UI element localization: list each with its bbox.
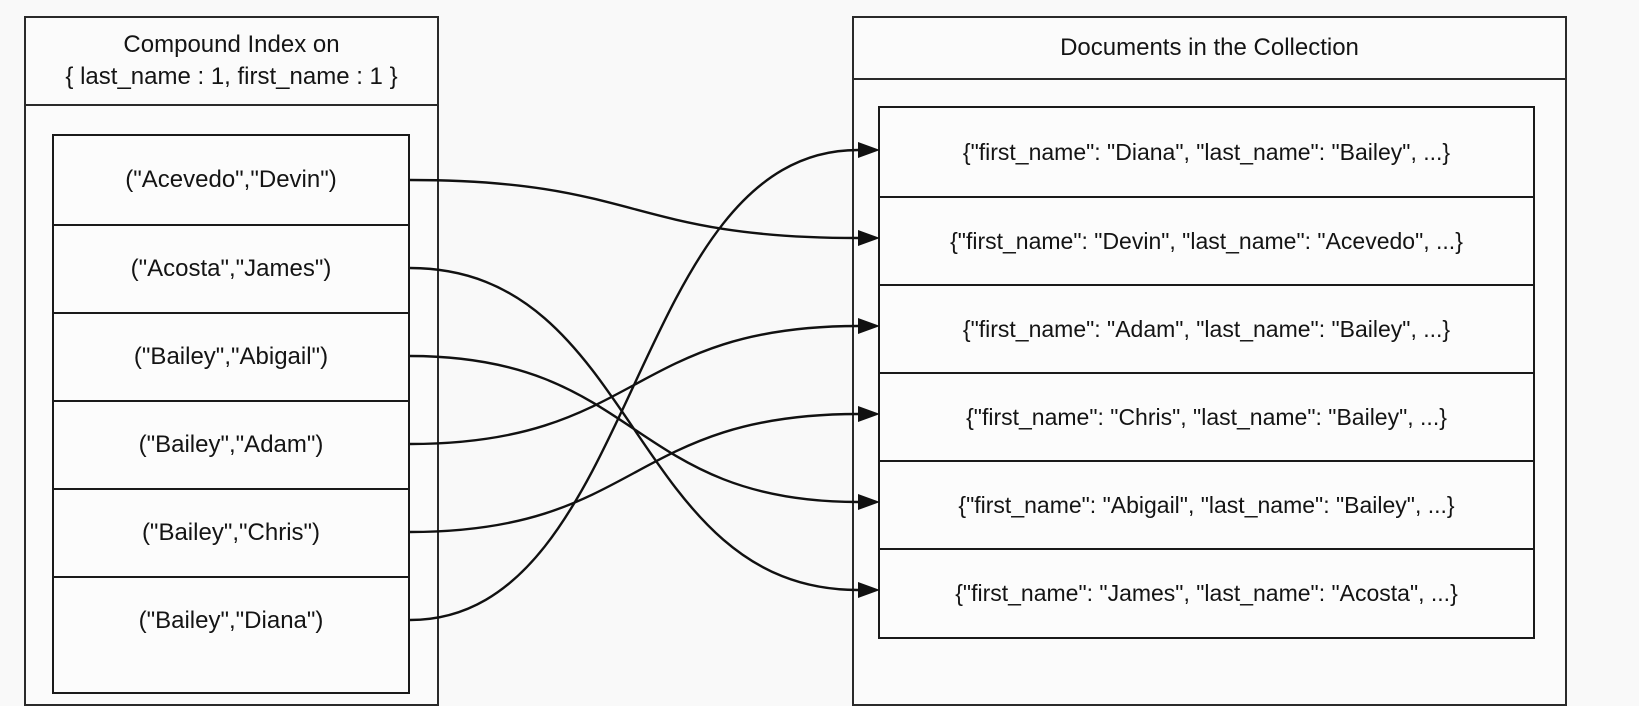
index-entry: ("Bailey","Diana")	[54, 576, 408, 692]
index-entry-list: ("Acevedo","Devin") ("Acosta","James") (…	[52, 134, 410, 694]
pointer-line	[409, 266, 859, 592]
documents-title: Documents in the Collection	[1060, 34, 1359, 61]
index-entry: ("Acevedo","Devin")	[125, 166, 337, 193]
index-title-line2: { last_name : 1, first_name : 1 }	[65, 63, 398, 90]
index-entry: ("Acosta","James")	[54, 224, 408, 312]
index-entry: ("Bailey","Abigail")	[54, 312, 408, 400]
pointer-line	[409, 178, 859, 240]
pointer-line	[409, 412, 859, 534]
document-row: {"first_name": "Diana", "last_name": "Ba…	[962, 138, 1451, 165]
index-entry: ("Bailey","Adam")	[54, 400, 408, 488]
index-title-line1: Compound Index on	[123, 31, 340, 58]
document-list: {"first_name": "Diana", "last_name": "Ba…	[878, 106, 1535, 639]
document-row: {"first_name": "James", "last_name": "Ac…	[880, 548, 1533, 637]
index-panel-header: Compound Index on { last_name : 1, first…	[26, 18, 437, 106]
document-row: {"first_name": "Chris", "last_name": "Ba…	[880, 372, 1533, 460]
document-row: {"first_name": "Devin", "last_name": "Ac…	[880, 196, 1533, 284]
pointer-line	[409, 324, 859, 446]
document-row: {"first_name": "Abigail", "last_name": "…	[880, 460, 1533, 548]
pointer-line	[409, 354, 859, 504]
document-row: {"first_name": "Adam", "last_name": "Bai…	[880, 284, 1533, 372]
index-entry: ("Bailey","Chris")	[54, 488, 408, 576]
documents-panel-header: Documents in the Collection	[854, 18, 1565, 80]
pointer-line	[409, 148, 859, 622]
